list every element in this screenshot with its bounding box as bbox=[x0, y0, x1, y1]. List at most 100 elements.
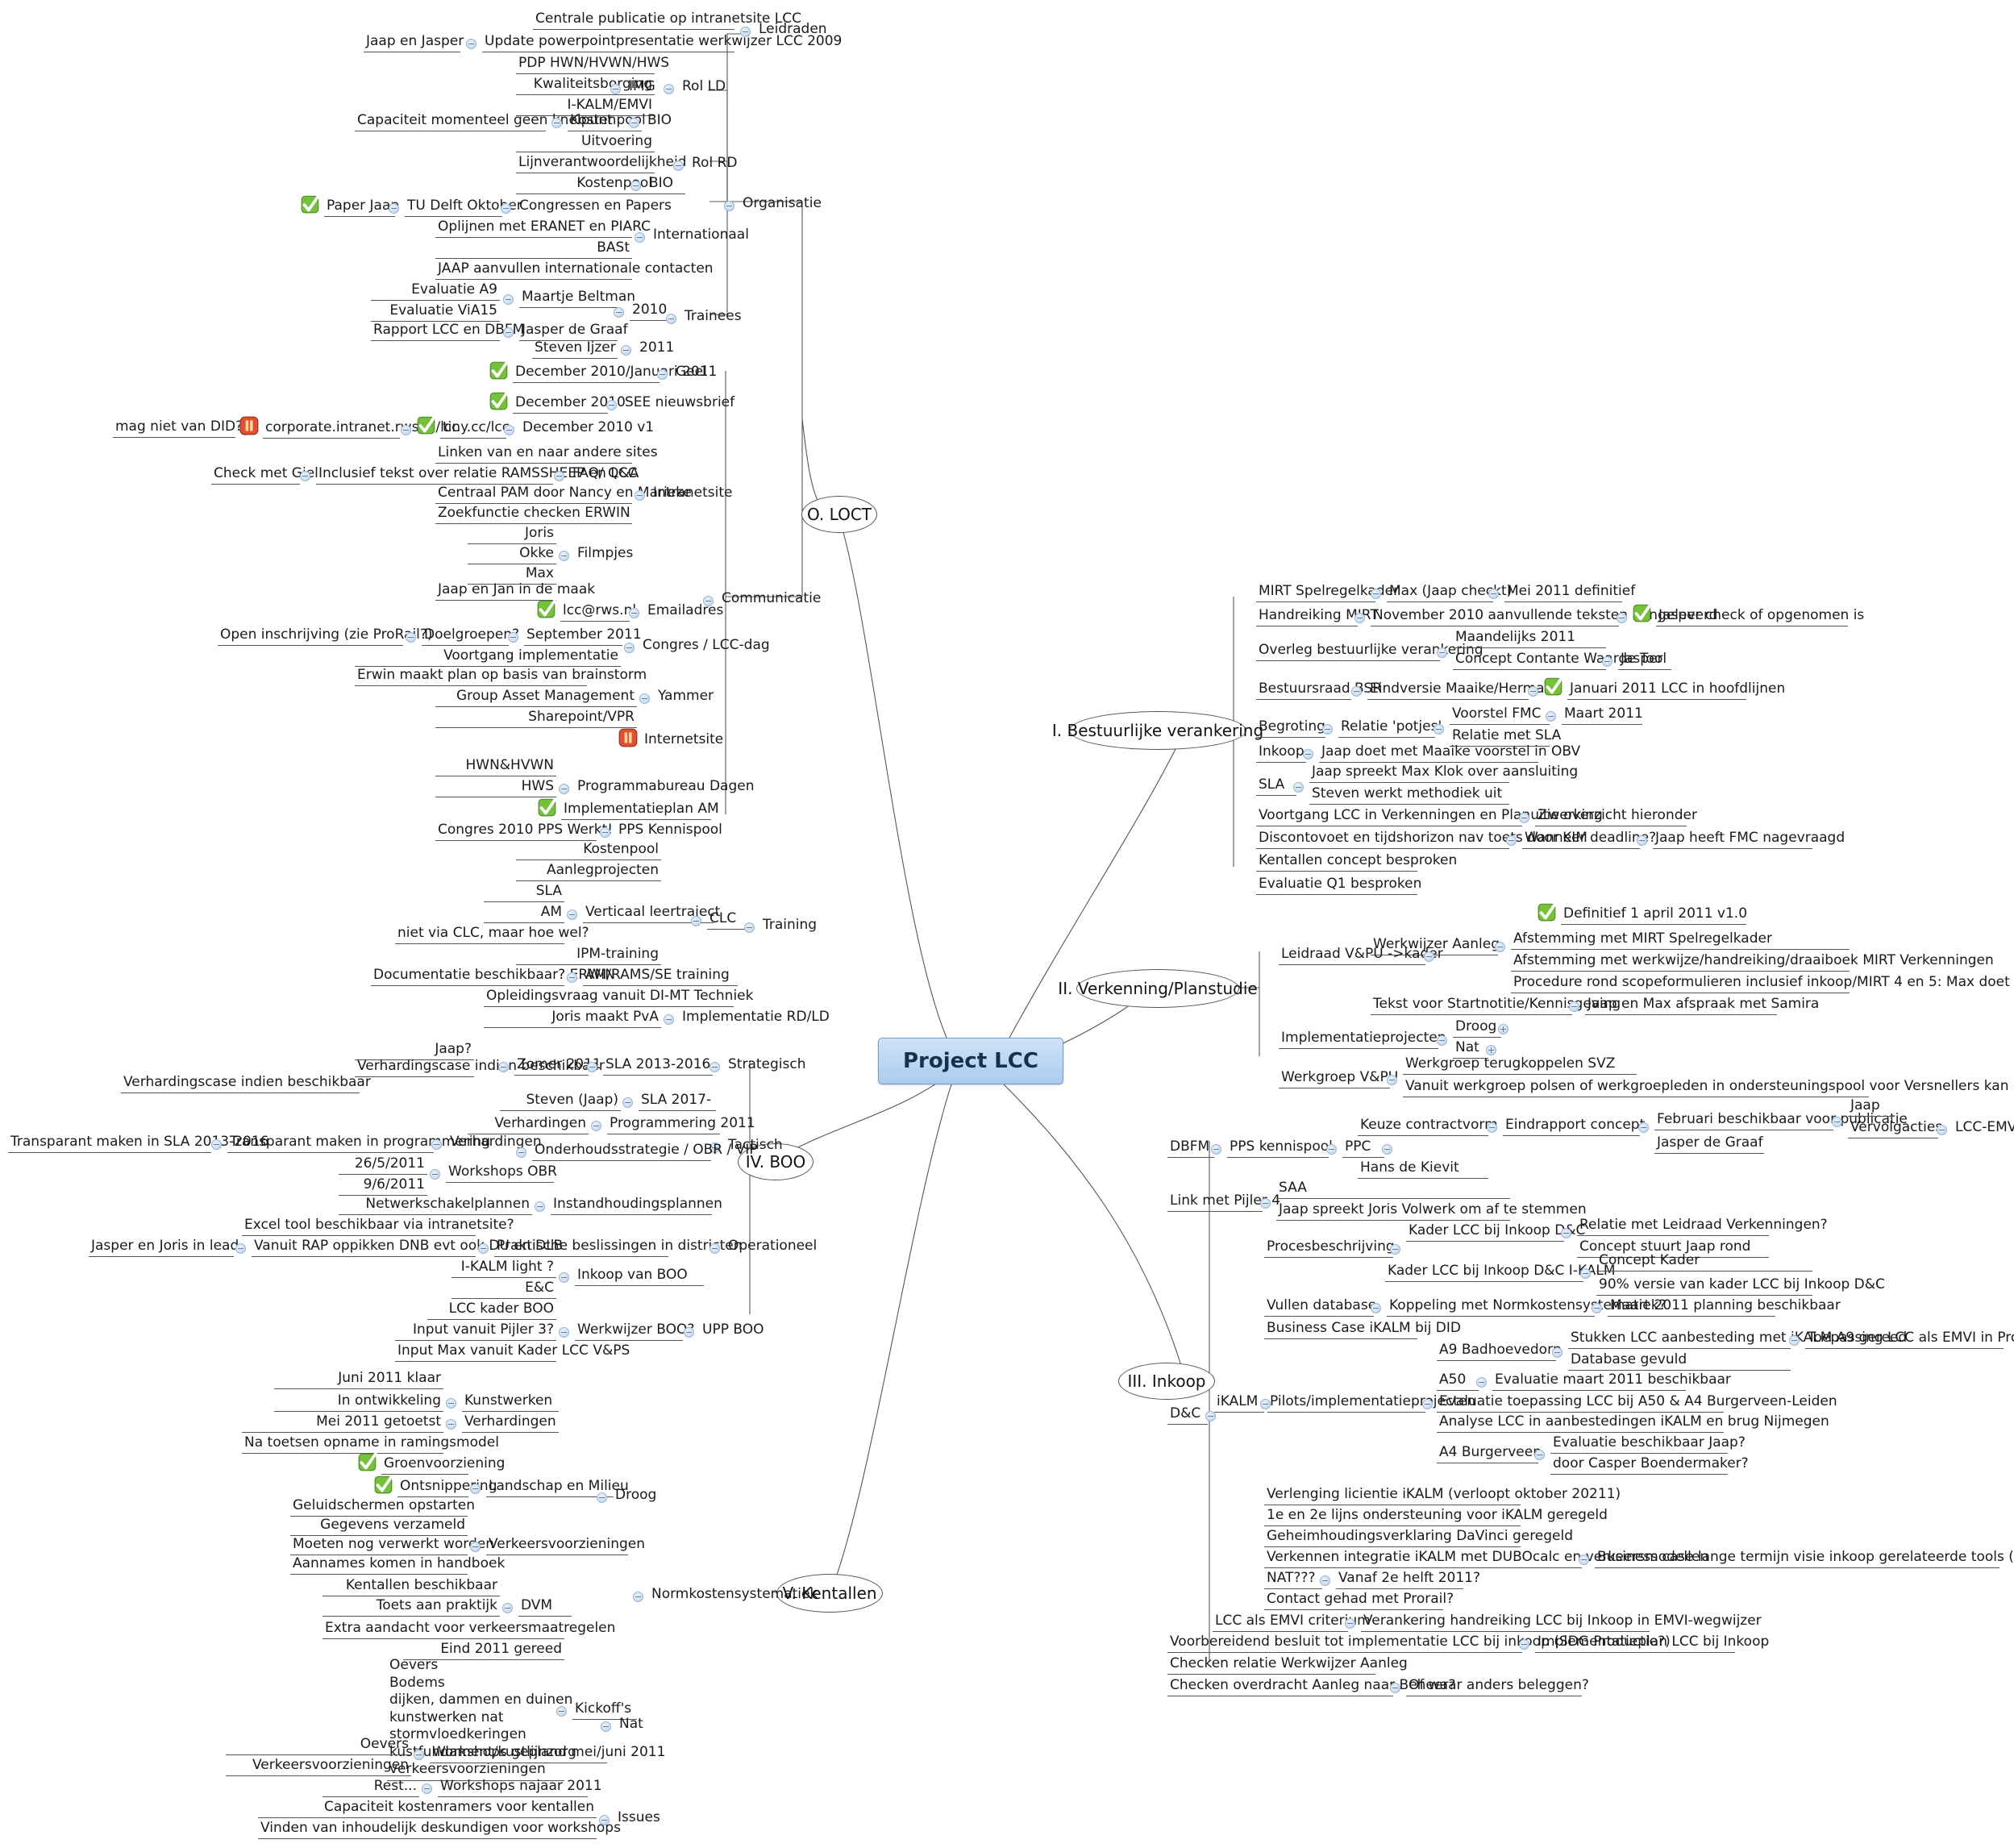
collapse-bullet-icon[interactable] bbox=[684, 1327, 694, 1338]
node-nat-vp[interactable]: Nat bbox=[1453, 1038, 1488, 1059]
node-dbfm[interactable]: DBFM bbox=[1167, 1138, 1214, 1159]
node-clc[interactable]: CLC bbox=[707, 909, 746, 930]
node-juni-2011-klaar[interactable]: Juni 2011 klaar bbox=[274, 1369, 443, 1390]
node-internetsite[interactable]: Internetsite bbox=[644, 731, 724, 747]
node-afstemming-mirt-spelregelkader[interactable]: Afstemming met MIRT Spelregelkader bbox=[1511, 930, 1850, 951]
node-december-2010-januari-2011[interactable]: December 2010/Januari 2011 bbox=[513, 363, 717, 384]
node-zoekfunctie-erwin[interactable]: Zoekfunctie checken ERWIN bbox=[435, 504, 632, 525]
node-evaluatie-toepassing-lcc-a50-a4[interactable]: Evaluatie toepassing LCC bij A50 & A4 Bu… bbox=[1437, 1392, 1837, 1413]
node-voorstel-fmc[interactable]: Voorstel FMC bbox=[1450, 705, 1550, 726]
node-jaap-fmc-nagevraagd[interactable]: Jaap heeft FMC nagevraagd bbox=[1653, 829, 1845, 850]
node-ipm-training[interactable]: IPM-training bbox=[516, 945, 661, 966]
collapse-bullet-icon[interactable] bbox=[1789, 1335, 1800, 1346]
node-kader-lcc-inkoop-dc[interactable]: Kader LCC bij Inkoop D&C bbox=[1406, 1222, 1585, 1242]
node-december-2010-v1[interactable]: December 2010 v1 bbox=[522, 419, 655, 435]
node-jaap-max-afspraak-samira[interactable]: Jaap en Max afspraak met Samira bbox=[1585, 995, 1819, 1016]
node-see-nieuwsbrief[interactable]: SEE nieuwsbrief bbox=[625, 394, 735, 410]
node-upp-boo[interactable]: UPP BOO bbox=[702, 1321, 764, 1338]
node-vanuit-werkgroep-polsen[interactable]: Vanuit werkgroep polsen of werkgroeplede… bbox=[1403, 1077, 2014, 1098]
collapse-bullet-icon[interactable] bbox=[1638, 1122, 1649, 1133]
node-jasper-joris-lead[interactable]: Jasper en Joris in lead bbox=[89, 1237, 239, 1258]
node-workshops-obr[interactable]: Workshops OBR bbox=[446, 1163, 557, 1184]
node-pps-kennispool[interactable]: PPS Kennispool bbox=[618, 822, 722, 838]
collapse-bullet-icon[interactable] bbox=[1422, 1399, 1433, 1409]
node-max-jaap-checkt[interactable]: Max (Jaap checkt) bbox=[1387, 582, 1512, 603]
node-programmering-2011[interactable]: Programmering 2011 bbox=[607, 1114, 755, 1135]
node-joris[interactable]: Joris bbox=[468, 524, 556, 545]
node-corporate-intranet-url[interactable]: corporate.intranet.rws.nl/lcc bbox=[263, 418, 460, 439]
node-joris-maakt-pva[interactable]: Joris maakt PvA bbox=[484, 1008, 661, 1029]
node-kentallen-concept-besproken[interactable]: Kentallen concept besproken bbox=[1256, 851, 1457, 872]
node-instandhoudingsplannen[interactable]: Instandhoudingsplannen bbox=[551, 1195, 722, 1216]
collapse-bullet-icon[interactable] bbox=[629, 608, 639, 618]
collapse-bullet-icon[interactable] bbox=[664, 1014, 674, 1025]
node-afstemming-werkwijze-draaiboek[interactable]: Afstemming met werkwijze/handreiking/dra… bbox=[1511, 951, 1994, 972]
node-strategisch[interactable]: Strategisch bbox=[728, 1056, 806, 1072]
collapse-bullet-icon[interactable] bbox=[1546, 711, 1556, 722]
node-leidraden[interactable]: Leidraden bbox=[759, 21, 827, 37]
expand-bullet-icon[interactable] bbox=[1498, 1024, 1508, 1034]
node-concept-contante-waarde-tool[interactable]: Concept Contante Waarde Tool bbox=[1453, 650, 1667, 671]
node-in-ontwikkeling[interactable]: In ontwikkeling bbox=[274, 1392, 443, 1413]
collapse-bullet-icon[interactable] bbox=[709, 1243, 720, 1254]
collapse-bullet-icon[interactable] bbox=[740, 27, 751, 37]
node-vanaf-2e-helft-2011[interactable]: Vanaf 2e helft 2011? bbox=[1336, 1569, 1480, 1590]
node-communicatie[interactable]: Communicatie bbox=[722, 590, 822, 606]
node-mei-2011-getoetst[interactable]: Mei 2011 getoetst bbox=[242, 1413, 443, 1434]
node-9-6-2011[interactable]: 9/6/2011 bbox=[339, 1176, 427, 1197]
collapse-bullet-icon[interactable] bbox=[478, 1243, 489, 1254]
node-verhardingscase-beschikbaar-pad[interactable]: Verhardingscase indien beschikbaar bbox=[355, 1057, 605, 1078]
node-sla-2017[interactable]: SLA 2017- bbox=[639, 1091, 716, 1112]
node-kunstwerken[interactable]: Kunstwerken bbox=[462, 1392, 559, 1413]
collapse-bullet-icon[interactable] bbox=[657, 369, 668, 380]
node-kentallen-beschikbaar[interactable]: Kentallen beschikbaar bbox=[322, 1576, 500, 1597]
collapse-bullet-icon[interactable] bbox=[501, 203, 511, 214]
node-inclusief-tekst-ramssheep[interactable]: Inclusief tekst over relatie RAMSSHEEP e… bbox=[316, 464, 638, 485]
node-werkwijzer-aanleg[interactable]: Werkwijzer Aanleg bbox=[1371, 935, 1500, 956]
node-documentatie-erwin[interactable]: Documentatie beschikbaar? ERWIN bbox=[371, 966, 615, 987]
collapse-bullet-icon[interactable] bbox=[587, 1062, 597, 1072]
node-lcc-email[interactable]: lcc@rws.nl bbox=[560, 601, 636, 622]
node-kickoff-onderwerpen-list[interactable]: Oevers Bodems dijken, dammen en duinen k… bbox=[387, 1656, 576, 1782]
collapse-bullet-icon[interactable] bbox=[629, 118, 639, 128]
node-max[interactable]: Max bbox=[468, 564, 556, 585]
collapse-bullet-icon[interactable] bbox=[1832, 1117, 1842, 1127]
node-geel[interactable]: Geel bbox=[676, 364, 707, 380]
node-transparant-programmering[interactable]: Transparant maken in programmering bbox=[227, 1133, 490, 1154]
node-faq-qa[interactable]: FAQ/ Q&A bbox=[572, 465, 639, 481]
node-voortgang-lcc-verkenningen[interactable]: Voortgang LCC in Verkenningen en Planuit… bbox=[1256, 806, 1603, 827]
node-hws[interactable]: HWS bbox=[435, 777, 556, 798]
collapse-bullet-icon[interactable] bbox=[1260, 1399, 1271, 1409]
node-concept-kader[interactable]: Concept Kader bbox=[1596, 1251, 1812, 1272]
node-relatie-leidraad-verkenningen[interactable]: Relatie met Leidraad Verkenningen? bbox=[1577, 1216, 1828, 1237]
node-tu-delft-oktober[interactable]: TU Delft Oktober bbox=[405, 197, 522, 218]
node-inkoop-bv[interactable]: Inkoop bbox=[1256, 743, 1306, 764]
collapse-bullet-icon[interactable] bbox=[703, 596, 714, 606]
node-verhardingen-boo-2[interactable]: Verhardingen bbox=[450, 1134, 542, 1150]
node-programmabureau-dagen[interactable]: Programmabureau Dagen bbox=[577, 778, 755, 794]
node-linken-andere-sites[interactable]: Linken van en naar andere sites bbox=[435, 443, 658, 464]
node-eind-2011-gereed[interactable]: Eind 2011 gereed bbox=[403, 1640, 564, 1661]
node-opleidingsvraag-dimt[interactable]: Opleidingsvraag vanuit DI-MT Techniek bbox=[484, 987, 753, 1008]
node-begroting[interactable]: Begroting bbox=[1256, 718, 1325, 739]
node-input-vanuit-pijler-3[interactable]: Input vanuit Pijler 3? bbox=[395, 1321, 556, 1342]
collapse-bullet-icon[interactable] bbox=[300, 471, 310, 481]
node-niet-via-clc[interactable]: niet via CLC, maar hoe wel? bbox=[395, 924, 589, 945]
node-sla-training[interactable]: SLA bbox=[484, 882, 564, 903]
node-sla-bv[interactable]: SLA bbox=[1256, 776, 1296, 797]
node-a9-badhoevedorp[interactable]: A9 Badhoevedorp bbox=[1437, 1341, 1562, 1362]
node-zie-overzicht-hieronder[interactable]: Zie overzicht hieronder bbox=[1535, 806, 1697, 827]
collapse-bullet-icon[interactable] bbox=[503, 327, 514, 338]
collapse-bullet-icon[interactable] bbox=[1390, 1244, 1400, 1255]
node-lcc-als-emvi-criterium[interactable]: LCC als EMVI criterium bbox=[1213, 1612, 1371, 1633]
collapse-bullet-icon[interactable] bbox=[633, 1592, 643, 1602]
node-discontovoet-tijdshorizon[interactable]: Discontovoet en tijdshorizon nav toets d… bbox=[1256, 829, 1587, 850]
collapse-bullet-icon[interactable] bbox=[1488, 589, 1499, 599]
node-filmpjes[interactable]: Filmpjes bbox=[577, 545, 634, 561]
collapse-bullet-icon[interactable] bbox=[597, 1492, 607, 1503]
node-procedure-scopeformulieren[interactable]: Procedure rond scopeformulieren inclusie… bbox=[1511, 973, 2014, 994]
node-verkeersvoorzieningen-nat[interactable]: Verkeersvoorzieningen bbox=[226, 1756, 411, 1777]
collapse-bullet-icon[interactable] bbox=[1387, 1075, 1397, 1085]
node-training[interactable]: Training bbox=[763, 917, 818, 933]
collapse-bullet-icon[interactable] bbox=[1569, 1001, 1579, 1012]
